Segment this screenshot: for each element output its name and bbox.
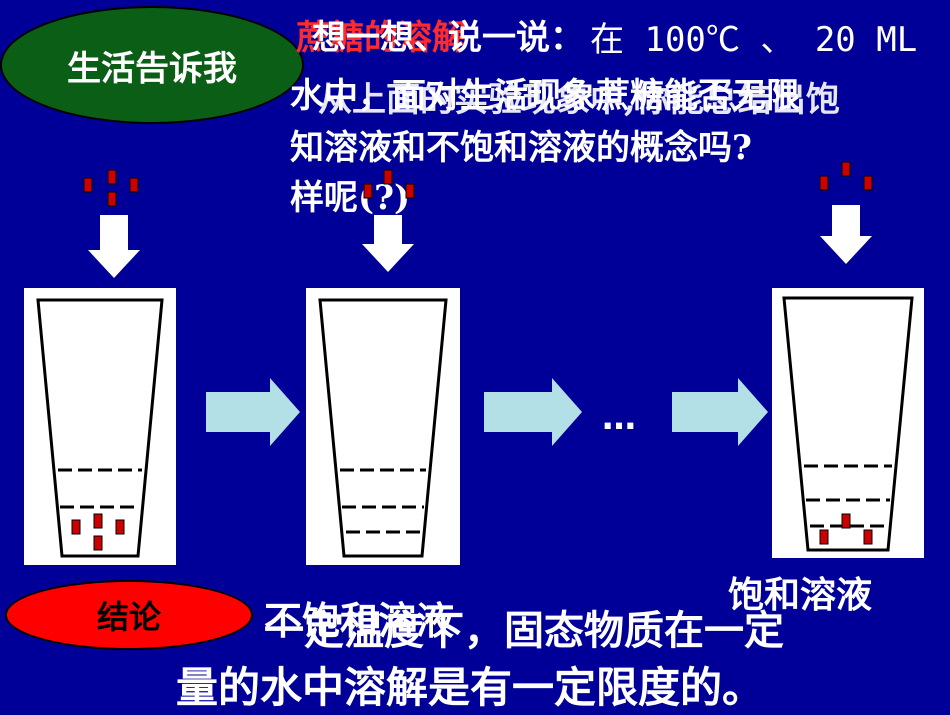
ellipsis: …	[602, 398, 638, 438]
unsaturated-label: 不饱和溶液	[264, 598, 455, 643]
saturated-label: 饱和溶液	[728, 574, 873, 616]
cup-2-outline	[318, 298, 448, 558]
question-line4: 样呢(?)	[290, 178, 411, 218]
conclusion-line2: 量的水中溶解是有一定限度的。	[176, 663, 765, 712]
cup-1-outline	[36, 298, 164, 558]
sugar-cubes-2	[363, 169, 415, 199]
cup-2-box	[306, 288, 460, 565]
question-line2: 水中，面对生活现象蔗糖能否无限	[290, 76, 800, 116]
conclusion-label: 结论	[96, 598, 161, 636]
conclusion-line1: 一定温度下，固态物质在一定	[264, 607, 784, 654]
sugar-in-cup-1	[71, 513, 125, 551]
overlay-line1: 在 100℃ 、 20 ML	[590, 20, 918, 60]
overlay-line3: 知溶液和不饱和溶液的概念吗?	[290, 128, 752, 168]
question-line1: 想一想、说一说：	[312, 18, 584, 58]
sugar-cubes-3	[819, 161, 873, 191]
right-arrow-3-icon	[672, 378, 768, 446]
cup-3-outline	[782, 296, 914, 552]
down-arrow-3-icon	[820, 205, 872, 264]
right-arrow-1-icon	[206, 378, 300, 446]
heading-red: 蔗糖的溶解	[296, 18, 466, 58]
overlay-line2: 从上面的实验现象中,你能总结出饱	[318, 80, 840, 120]
sugar-in-cup-3	[819, 513, 873, 545]
down-arrow-1-icon	[88, 215, 140, 278]
life-tells-me-label: 生活告诉我	[67, 48, 237, 89]
sugar-cubes-1	[83, 169, 139, 207]
conclusion-oval: 结论	[5, 580, 253, 650]
down-arrow-2-icon	[362, 215, 414, 272]
life-tells-me-oval: 生活告诉我	[0, 6, 304, 124]
right-arrow-2-icon	[484, 378, 582, 446]
